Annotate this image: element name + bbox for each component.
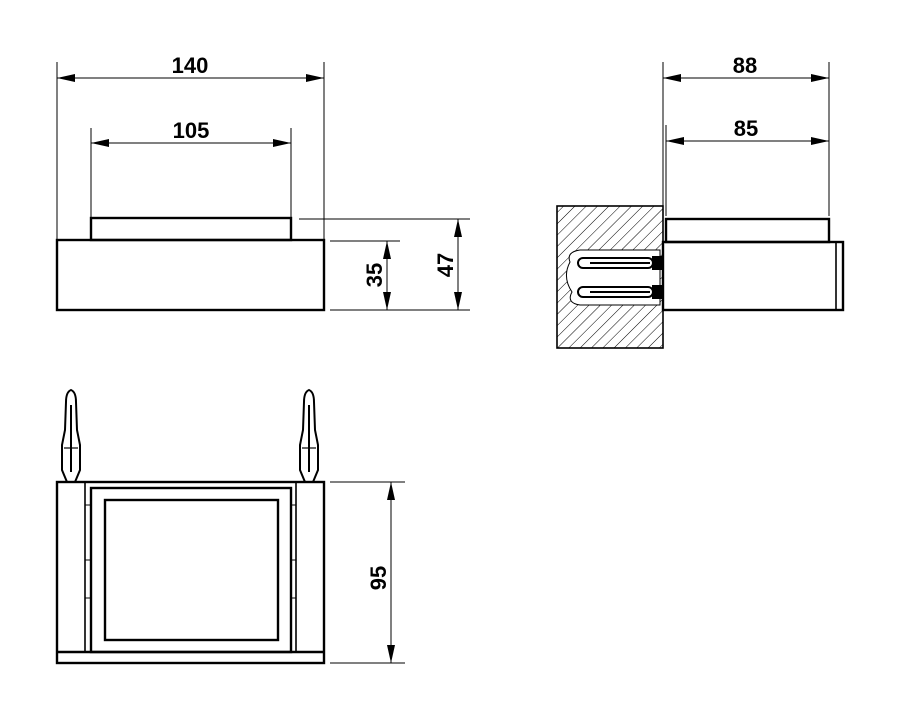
soap-dish-recess (103, 498, 280, 642)
screw-icon (61, 388, 81, 483)
soap-dish-tray (89, 486, 293, 654)
holder-body (55, 238, 326, 312)
side-view: 88 85 (556, 53, 845, 349)
screw-icon (577, 285, 662, 299)
front-view: 140 105 35 47 (55, 53, 470, 312)
dim-label-total-height: 47 (433, 253, 458, 277)
soap-dish-tray (664, 217, 831, 244)
dimension-total-height: 47 (433, 219, 462, 310)
dimension-inner-width: 105 (91, 118, 291, 147)
screw-icon (299, 388, 319, 483)
dimension-side-depth-inner: 85 (666, 116, 829, 145)
dimension-base-height: 35 (362, 241, 391, 310)
screw-icon (577, 256, 662, 270)
dim-label-inner-width: 105 (173, 118, 210, 143)
dim-label-side-depth-inner: 85 (734, 116, 758, 141)
dim-label-overall-width: 140 (172, 53, 209, 78)
holder-body (55, 480, 326, 665)
dim-label-plan-depth: 95 (366, 566, 391, 590)
holder-body (661, 240, 845, 312)
dimension-side-depth-outer: 88 (663, 53, 829, 82)
plan-view: 95 (55, 388, 405, 665)
dimension-overall-width: 140 (57, 53, 324, 82)
soap-dish-tray (89, 216, 293, 242)
dimension-plan-depth: 95 (366, 482, 395, 663)
dim-label-base-height: 35 (362, 263, 387, 287)
dim-label-side-depth-outer: 88 (733, 53, 757, 78)
